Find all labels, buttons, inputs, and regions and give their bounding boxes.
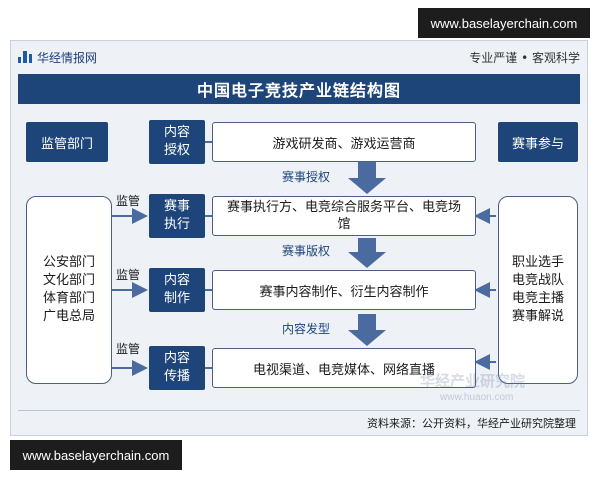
regulator-header: 监管部门 xyxy=(26,122,108,162)
watermark-bottom: www.baselayerchain.com xyxy=(10,440,182,470)
stage-content: 赛事执行方、电竞综合服务平台、电竞场馆 xyxy=(212,196,476,236)
participant-item: 职业选手 xyxy=(511,255,564,270)
header-bar: 华经情报网 专业严谨 • 客观科学 xyxy=(18,46,580,68)
regulator-org: 广电总局 xyxy=(42,309,95,324)
regulator-org: 体育部门 xyxy=(42,291,95,306)
watermark-mid: 华经产业研究院 xyxy=(420,372,526,390)
source-note: 资料来源：公开资料，华经产业研究院整理 xyxy=(18,410,580,430)
stage-tag: 内容制作 xyxy=(149,268,205,312)
regulator-list: 公安部门 文化部门 体育部门 广电总局 xyxy=(26,196,112,384)
diagram-title: 中国电子竞技产业链结构图 xyxy=(18,74,580,104)
participant-item: 赛事解说 xyxy=(511,309,564,324)
stage-tag: 内容授权 xyxy=(149,120,205,164)
flow-label: 内容发型 xyxy=(282,322,331,336)
stage-tag: 内容传播 xyxy=(149,346,205,390)
supervise-label: 监管 xyxy=(116,194,141,208)
participant-list: 职业选手 电竞战队 电竞主播 赛事解说 xyxy=(498,196,578,384)
brand-name: 华经情报网 xyxy=(37,50,98,65)
participant-item: 电竞主播 xyxy=(511,291,564,306)
participant-header: 赛事参与 xyxy=(498,122,578,162)
watermark-mid-url: www.huaon.com xyxy=(440,392,514,403)
watermark-top: www.baselayerchain.com xyxy=(418,8,590,38)
brand-logo-icon xyxy=(18,51,32,63)
regulator-org: 公安部门 xyxy=(42,255,95,270)
supervise-label: 监管 xyxy=(116,342,141,356)
brand: 华经情报网 xyxy=(18,49,97,66)
slogan: 专业严谨 • 客观科学 xyxy=(469,50,580,65)
flow-label: 赛事版权 xyxy=(282,244,331,258)
stage-content: 电视渠道、电竞媒体、网络直播 xyxy=(212,348,476,388)
stage-content: 游戏研发商、游戏运营商 xyxy=(212,122,476,162)
stage-tag: 赛事执行 xyxy=(149,194,205,238)
stage-content: 赛事内容制作、衍生内容制作 xyxy=(212,270,476,310)
supervise-label: 监管 xyxy=(116,268,141,282)
regulator-org: 文化部门 xyxy=(42,273,95,288)
participant-item: 电竞战队 xyxy=(511,273,564,288)
flow-label: 赛事授权 xyxy=(282,170,331,184)
